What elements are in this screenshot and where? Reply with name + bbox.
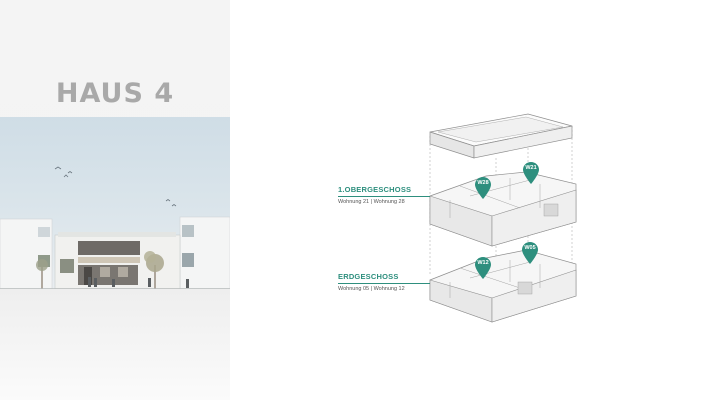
balcony [78, 257, 140, 263]
map-pin-icon [522, 242, 538, 264]
elevation-panel: HAUS 4 [0, 0, 230, 400]
marker-label: W21 [525, 165, 537, 171]
window [100, 267, 110, 277]
tree [36, 259, 48, 289]
ground-floor-model [429, 249, 577, 323]
apartment-marker-w21[interactable]: W21 [523, 162, 539, 184]
window [60, 259, 74, 273]
level-label-ground: ERDGESCHOSS [338, 272, 399, 281]
building-elevation [0, 166, 230, 289]
window [182, 253, 194, 267]
roof-edge [58, 232, 176, 237]
apartment-marker-w12[interactable]: W12 [475, 257, 491, 279]
window [182, 225, 194, 237]
level-label-upper: 1.OBERGESCHOSS [338, 185, 412, 194]
apartment-marker-w28[interactable]: W28 [475, 177, 491, 199]
upper-floor-model [429, 171, 577, 247]
map-pin-icon [475, 177, 491, 199]
marker-label: W05 [524, 245, 536, 251]
level-leader-ground [338, 283, 430, 284]
roof-slab [429, 113, 573, 159]
upper-facade-dark [78, 241, 140, 255]
level-leader-upper [338, 196, 430, 197]
house-title: HAUS 4 [55, 78, 175, 109]
marker-label: W12 [477, 260, 489, 266]
level-units-ground: Wohnung 05 | Wohnung 12 [338, 286, 405, 292]
marker-label: W28 [477, 180, 489, 186]
exploded-axonometric [429, 113, 577, 323]
window [118, 267, 128, 277]
window [38, 227, 50, 237]
door [84, 267, 92, 285]
map-pin-icon [523, 162, 539, 184]
apartment-marker-w05[interactable]: W05 [522, 242, 538, 264]
ground-fade [0, 289, 230, 400]
people [88, 277, 189, 288]
map-pin-icon [475, 257, 491, 279]
tree [144, 251, 164, 289]
birds [54, 166, 177, 207]
level-units-upper: Wohnung 21 | Wohnung 28 [338, 199, 405, 205]
